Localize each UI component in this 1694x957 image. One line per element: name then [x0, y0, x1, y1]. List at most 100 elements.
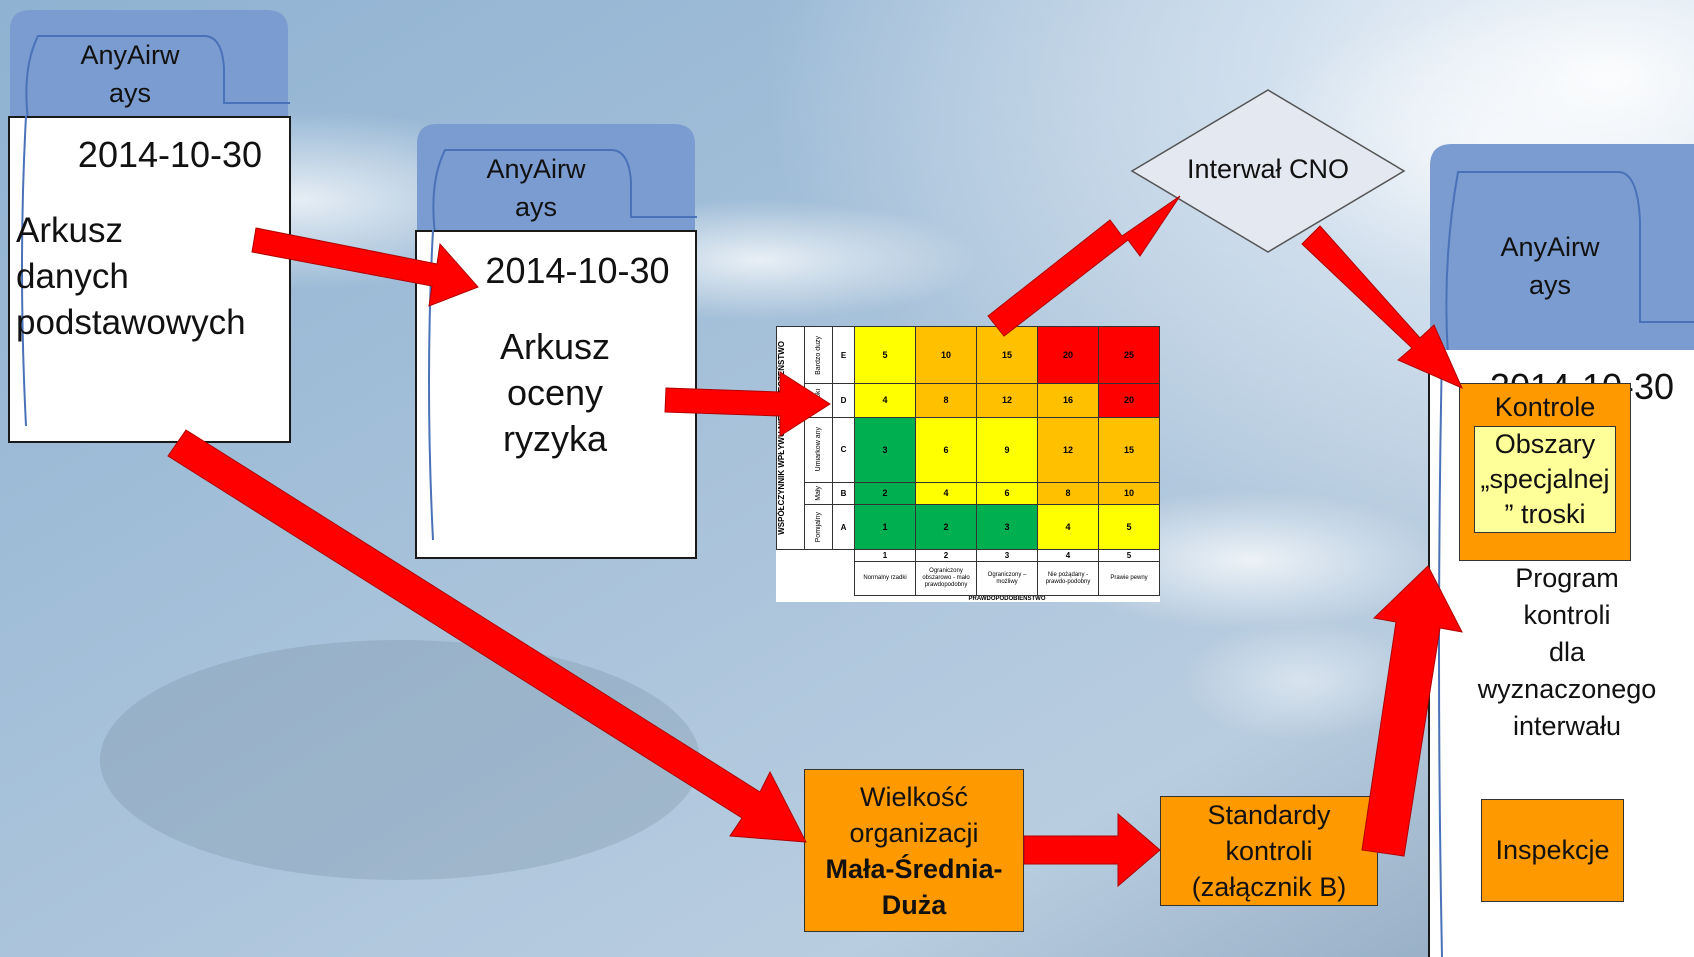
- matrix-col-label: Nie pożądany - prawdo-podobny: [1037, 561, 1099, 596]
- matrix-col-number: 5: [1098, 549, 1160, 562]
- matrix-col-label: Normalny rzadki: [854, 561, 916, 596]
- doc3-tab-label: AnyAirw ays: [1470, 228, 1630, 304]
- matrix-col-label: Prawie pewny: [1098, 561, 1160, 596]
- matrix-col-label: Ograniczony – możliwy: [976, 561, 1038, 596]
- standardy-line1: Standardy: [1207, 800, 1331, 830]
- standardy-line2: kontroli: [1225, 836, 1313, 866]
- matrix-col-number: 2: [915, 549, 977, 562]
- matrix-col-label: Ograniczony obszarowo - mało prawdopodob…: [915, 561, 977, 596]
- matrix-cell: 3: [854, 416, 916, 483]
- matrix-cell: 8: [915, 383, 977, 418]
- kontrole-label: Kontrole: [1494, 392, 1596, 422]
- matrix-cell: 25: [1098, 325, 1160, 385]
- inspekcje-box[interactable]: Inspekcje: [1481, 799, 1624, 902]
- matrix-row-code: E: [832, 325, 855, 385]
- matrix-cell: 4: [854, 383, 916, 418]
- wielkosc-organizacji-box[interactable]: Wielkość organizacji Mała-Średnia- Duża: [804, 769, 1024, 932]
- doc2-margin-line: [428, 230, 434, 541]
- standardy-line3: (załącznik B): [1191, 872, 1347, 902]
- doc3-tab-line1: AnyAirw: [1500, 232, 1600, 262]
- doc1-margin-line: [21, 116, 27, 427]
- doc2-title-line1: Arkusz: [499, 326, 611, 367]
- matrix-cell: 10: [915, 325, 977, 385]
- program-line2: kontroli: [1523, 600, 1611, 630]
- matrix-cell: 8: [1037, 481, 1099, 506]
- program-kontroli-text: Program kontroli dla wyznaczonego interw…: [1462, 560, 1672, 745]
- matrix-y-axis-title: WSPÓŁCZYNNIK WPŁYWU NIEBEZPIECZEŃSTWO: [776, 326, 805, 550]
- matrix-cell: 1: [854, 504, 916, 550]
- doc1-title-line2: danych: [16, 257, 129, 296]
- doc2-tab: [417, 124, 697, 234]
- wielkosc-line2: organizacji: [849, 817, 979, 848]
- wielkosc-line3: Mała-Średnia-: [825, 853, 1003, 884]
- doc2-title-line3: ryzyka: [502, 418, 607, 459]
- program-line3: dla: [1548, 637, 1586, 667]
- doc1-tab-line2: ays: [108, 78, 152, 108]
- matrix-cell: 2: [915, 504, 977, 550]
- matrix-cell: 2: [854, 481, 916, 506]
- program-line4: wyznaczonego: [1477, 674, 1657, 704]
- inspekcje-label: Inspekcje: [1495, 835, 1610, 865]
- matrix-cell: 9: [976, 416, 1038, 483]
- matrix-cell: 3: [976, 504, 1038, 550]
- matrix-cell: 5: [854, 325, 916, 385]
- obszary-line2: „specjalnej: [1480, 464, 1610, 494]
- doc1-title-line1: Arkusz: [16, 211, 123, 250]
- obszary-line3: ” troski: [1504, 499, 1586, 529]
- matrix-row-label: Wysoki: [804, 383, 833, 418]
- doc2-tab-line1: AnyAirw: [486, 154, 586, 184]
- matrix-cell: 15: [976, 325, 1038, 385]
- program-line1: Program: [1515, 563, 1619, 593]
- doc2-tab-line2: ays: [514, 192, 558, 222]
- matrix-cell: 4: [1037, 504, 1099, 550]
- matrix-cell: 16: [1037, 383, 1099, 418]
- doc2-date: 2014-10-30: [485, 250, 670, 291]
- matrix-x-axis-title: PRAWDOPODOBIEŃSTWO: [968, 596, 1046, 602]
- doc2-title: Arkusz oceny ryzyka: [445, 324, 665, 462]
- program-line5: interwału: [1512, 711, 1622, 741]
- matrix-cell: 6: [976, 481, 1038, 506]
- matrix-cell: 15: [1098, 416, 1160, 483]
- doc1-title-line3: podstawowych: [16, 303, 246, 342]
- matrix-col-number: 3: [976, 549, 1038, 562]
- matrix-row-label: Mały: [804, 481, 833, 506]
- matrix-cell: 10: [1098, 481, 1160, 506]
- doc3-margin-line: [1438, 350, 1443, 957]
- wielkosc-line1: Wielkość: [859, 781, 968, 812]
- doc2-tab-label: AnyAirw ays: [456, 150, 616, 226]
- doc2-title-line2: oceny: [506, 372, 604, 413]
- doc1-tab-label: AnyAirw ays: [50, 36, 210, 112]
- standardy-kontroli-box[interactable]: Standardy kontroli (załącznik B): [1160, 796, 1378, 906]
- matrix-cell: 20: [1037, 325, 1099, 385]
- obszary-troski-box[interactable]: Obszary „specjalnej ” troski: [1474, 426, 1616, 533]
- matrix-cell: 5: [1098, 504, 1160, 550]
- matrix-row-code: D: [832, 383, 855, 418]
- matrix-cell: 4: [915, 481, 977, 506]
- matrix-row-label: Umiarkow any: [804, 416, 833, 483]
- matrix-cell: 6: [915, 416, 977, 483]
- matrix-col-number: 1: [854, 549, 916, 562]
- doc1-sheet[interactable]: [8, 116, 291, 443]
- interwal-cno-diamond[interactable]: [1130, 88, 1406, 254]
- matrix-cell: 12: [1037, 416, 1099, 483]
- doc1-title: Arkusz danych podstawowych: [16, 208, 286, 346]
- doc1-tab-line1: AnyAirw: [80, 40, 180, 70]
- doc1-tab: [10, 10, 290, 120]
- matrix-row-code: C: [832, 416, 855, 483]
- kontrole-box[interactable]: Kontrole Obszary „specjalnej ” troski: [1459, 383, 1631, 561]
- doc3-tab-line2: ays: [1528, 270, 1572, 300]
- matrix-col-number: 4: [1037, 549, 1099, 562]
- obszary-line1: Obszary: [1494, 429, 1596, 459]
- matrix-row-code: A: [832, 504, 855, 550]
- doc1-date: 2014-10-30: [77, 134, 263, 175]
- matrix-cell: 20: [1098, 383, 1160, 418]
- matrix-row-label: Bardzo duży: [804, 325, 833, 385]
